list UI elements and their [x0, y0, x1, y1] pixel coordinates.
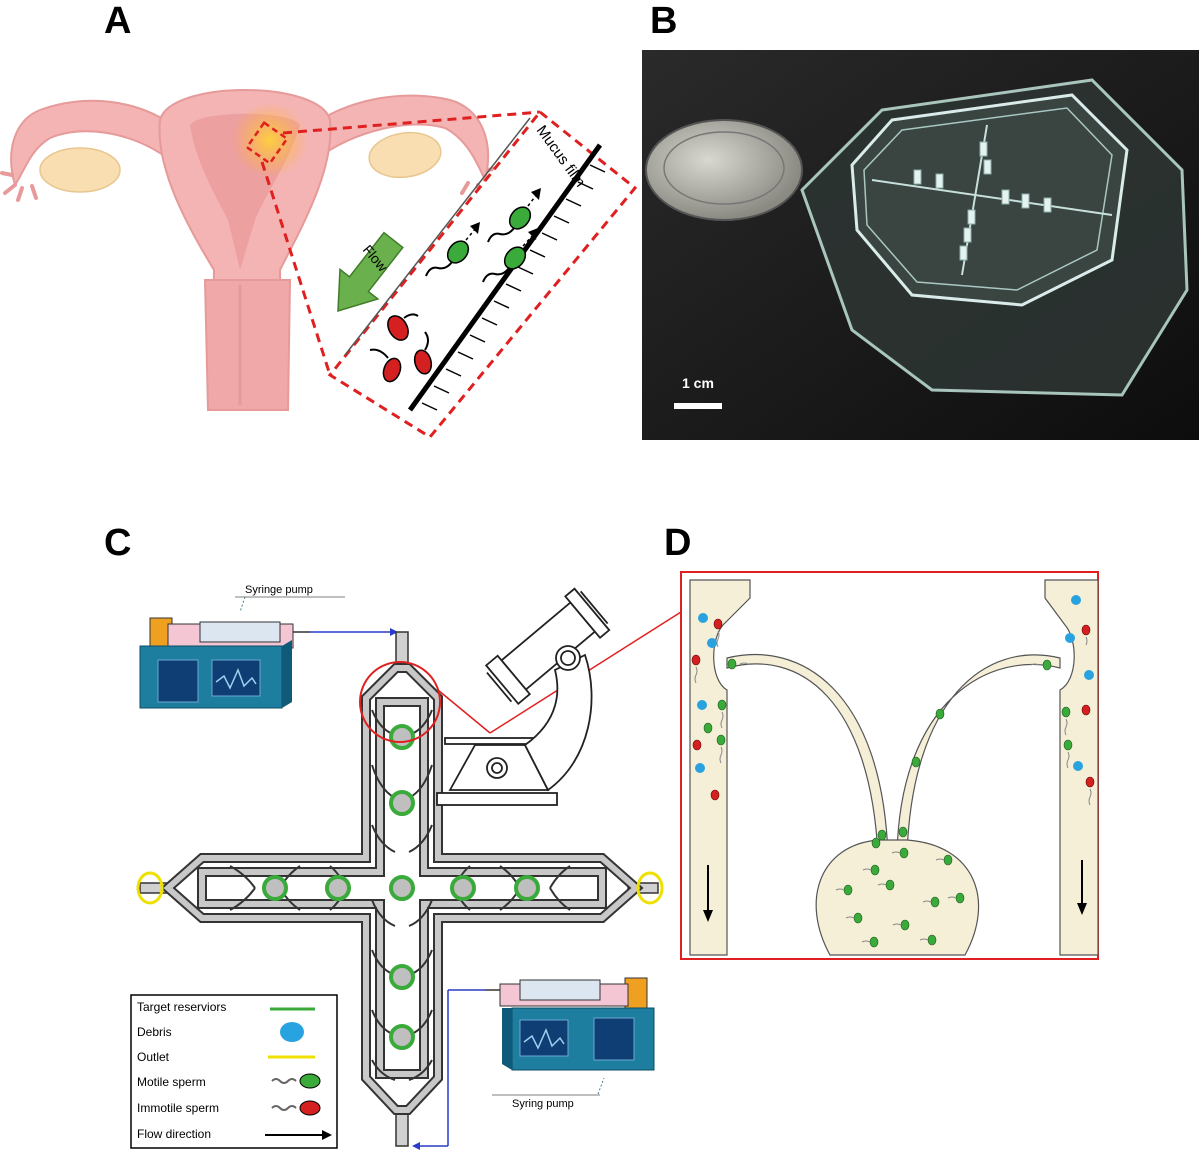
legend-symbols: [265, 1007, 332, 1140]
legend-item-target-reservoirs: Target reserviors: [137, 1000, 227, 1014]
outlet-left: [136, 871, 164, 905]
motile-sperm-group: [425, 188, 541, 283]
flow-arrow: [337, 231, 404, 313]
syringe-pump-bottom: [485, 977, 655, 1071]
immotile-sperm-group: [369, 313, 433, 383]
legend-item-outlet: Outlet: [137, 1050, 170, 1064]
microscope: [436, 587, 611, 806]
vagina: [203, 279, 292, 411]
coin: [645, 119, 803, 221]
pump-bottom-label: Syring pump: [512, 1098, 574, 1110]
target-reservoirs: [262, 724, 540, 1050]
right-ovary: [368, 131, 442, 179]
panel-a-letter: A: [104, 0, 132, 42]
scale-bar: [674, 403, 722, 409]
left-main-channel: [689, 579, 751, 956]
legend-item-flow-direction: Flow direction: [137, 1127, 212, 1141]
panel-d-zoom-inset: [680, 571, 1099, 960]
device-photo: 1 cm: [642, 50, 1199, 440]
legend-box: [130, 994, 338, 1149]
target-reservoir: [815, 839, 980, 956]
legend-item-immotile-sperm: Immotile sperm: [137, 1101, 220, 1115]
pump-top-label: Syringe pump: [245, 584, 313, 596]
panel-c-chip-diagram: Syringe pump: [130, 584, 680, 1150]
panel-a-illustration: Mucus film Flow: [0, 89, 638, 439]
zoom-inset-frame: [327, 109, 638, 439]
scale-bar-label: 1 cm: [682, 375, 714, 391]
legend-item-debris: Debris: [137, 1025, 172, 1039]
zoom-circle: [359, 661, 441, 743]
syringe-pump-top: [139, 617, 310, 709]
legend-item-motile-sperm: Motile sperm: [137, 1075, 206, 1089]
panel-d-letter: D: [664, 522, 692, 564]
mucus-wall: [407, 143, 603, 412]
highlight-glow: [232, 102, 308, 178]
outlet-right: [636, 871, 664, 905]
zoom-source-box: [245, 120, 289, 166]
left-ovary: [39, 147, 121, 193]
pdms-chip: [850, 93, 1129, 307]
panel-c-letter: C: [104, 522, 132, 564]
panel-b-letter: B: [650, 0, 678, 42]
